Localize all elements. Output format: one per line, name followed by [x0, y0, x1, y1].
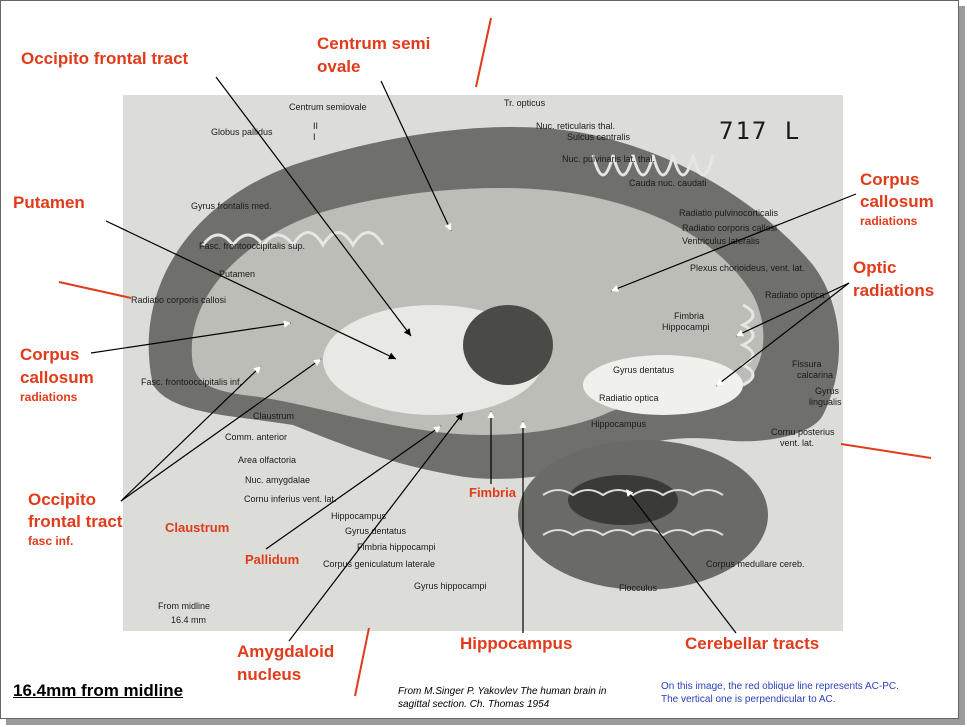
label-fimbria: Fimbria: [469, 485, 516, 500]
cerebellar-medulla: [568, 475, 678, 525]
citation: From M.Singer P. Yakovlev The human brai…: [398, 685, 606, 711]
atlas-plexus: Plexus chorioideus, vent. lat.: [690, 263, 805, 273]
pointer-pallidum: [265, 425, 442, 550]
atlas-nuc-amygdalae: Nuc. amygdalae: [245, 475, 311, 485]
label-cerebellar-tracts: Cerebellar tracts: [685, 634, 820, 653]
label-optic-radiations-2: radiations: [853, 281, 935, 300]
atlas-cornu-posterius-1: Cornu posterius: [771, 427, 835, 437]
atlas-radiatio-pulvino: Radiatio pulvinocorticalis: [679, 208, 779, 218]
label-hippocampus: Hippocampus: [460, 634, 573, 653]
label-claustrum: Claustrum: [165, 520, 230, 535]
atlas-centrum-semiovale: Centrum semiovale: [289, 102, 367, 112]
pointer-occipito-inf-1: [120, 365, 262, 502]
label-occipito-inf-1: Occipito: [28, 490, 97, 509]
red-line-top: [475, 17, 492, 88]
atlas-hippocampus-l: Hippocampus: [331, 511, 387, 521]
atlas-gyrus-dentatus-l: Gyrus dentatus: [345, 526, 407, 536]
atlas-fimbria-hippocampi-l: Fimbria hippocampi: [357, 542, 436, 552]
specimen-number: 717 L: [719, 117, 802, 145]
red-line-bottom: [354, 627, 370, 697]
atlas-area-olfactoria: Area olfactoria: [238, 455, 297, 465]
reference-note: On this image, the red oblique line repr…: [661, 680, 899, 706]
pointer-corpus-callosum-left: [90, 320, 292, 354]
atlas-fimbria-r: Fimbria: [674, 311, 705, 321]
label-occipito-frontal-tract: Occipito frontal tract: [21, 49, 189, 68]
pallidum-region: [463, 305, 553, 385]
label-corpus-callosum-left-sub: radiations: [20, 390, 78, 404]
atlas-cornu-inferius: Cornu inferius vent. lat.: [244, 494, 337, 504]
pointer-occipito-frontal: [215, 76, 412, 337]
label-putamen: Putamen: [13, 193, 85, 212]
note-line-2: The vertical one is perpendicular to AC.: [661, 694, 836, 705]
red-line-left: [58, 281, 132, 299]
label-corpus-callosum-right-sub: radiations: [860, 214, 918, 228]
atlas-gyrus-dentatus-r: Gyrus dentatus: [613, 365, 675, 375]
atlas-fissura: Fissura: [792, 359, 822, 369]
atlas-gyrus-lingualis-1: Gyrus: [815, 386, 840, 396]
atlas-globus-roman-i: I: [313, 132, 316, 142]
brain-section-photo: [123, 95, 843, 631]
annotation-lines: [58, 17, 932, 697]
atlas-from-midline-2: 16.4 mm: [171, 615, 207, 625]
pointer-occipito-inf-2: [120, 358, 322, 502]
atlas-globus-roman-ii: II: [313, 121, 319, 131]
atlas-gyrus-frontalis: Gyrus frontalis med.: [191, 201, 272, 211]
hippocampus-region: [583, 355, 743, 415]
atlas-hippocampi-r: Hippocampi: [662, 322, 710, 332]
pointer-optic-1: [735, 282, 850, 337]
atlas-fasc-inf: Fasc. frontooccipitalis inf.: [141, 377, 243, 387]
atlas-claustrum: Claustrum: [253, 411, 295, 421]
atlas-putamen: Putamen: [219, 269, 256, 279]
label-corpus-callosum-right-1: Corpus: [860, 170, 920, 189]
atlas-gyrus-hippocampi: Gyrus hippocampi: [414, 581, 487, 591]
atlas-tr-opticus: Tr. opticus: [504, 98, 546, 108]
label-occipito-inf-sub: fasc inf.: [28, 534, 74, 548]
pointer-corpus-callosum-right: [610, 193, 857, 292]
label-corpus-callosum-left-2: callosum: [20, 368, 94, 387]
pointer-optic-2: [715, 282, 850, 387]
atlas-cornu-posterius-2: vent. lat.: [780, 438, 815, 448]
atlas-cauda-nuc: Cauda nuc. caudati: [629, 178, 707, 188]
atlas-comm-anterior: Comm. anterior: [225, 432, 288, 442]
atlas-hippocampus-c: Hippocampus: [591, 419, 647, 429]
label-amygdaloid-2: nucleus: [237, 665, 302, 684]
atlas-radiatio-corporis-l: Radiatio corporis callosi: [131, 295, 227, 305]
pointer-amygdaloid: [288, 412, 464, 642]
atlas-radiatio-corporis: Radiatio corporis callosi: [682, 223, 778, 233]
label-corpus-callosum-right-2: callosum: [860, 192, 934, 211]
brain-section-drawing: [123, 95, 843, 631]
atlas-radiatio-optica-r: Radiatio optica: [765, 290, 825, 300]
citation-line-1: From M.Singer P. Yakovlev The human brai…: [398, 686, 607, 697]
atlas-calcarina: calcarina: [797, 370, 834, 380]
atlas-fasc-sup: Fasc. frontooccipitalis sup.: [199, 241, 306, 251]
label-centrum-semi-2: ovale: [317, 57, 361, 76]
pointer-putamen: [105, 220, 397, 360]
label-pallidum: Pallidum: [245, 552, 300, 567]
atlas-corpus-medullare: Corpus medullare cereb.: [706, 559, 805, 569]
atlas-ventriculus-lateralis: Ventriculus lateralis: [682, 236, 760, 246]
note-line-1: On this image, the red oblique line repr…: [661, 681, 899, 692]
label-optic-radiations-1: Optic: [853, 258, 897, 277]
pointer-centrum: [380, 80, 452, 232]
atlas-flocculus: Flocculus: [619, 583, 658, 593]
atlas-corpus-geniculatum: Corpus geniculatum laterale: [323, 559, 436, 569]
atlas-nuc-reticularis: Nuc. reticularis thal.: [536, 121, 616, 131]
citation-line-2: sagittal section. Ch. Thomas 1954: [398, 699, 550, 710]
atlas-sulcus-centralis: Sulcus centralis: [567, 132, 631, 142]
atlas-globus-pallidus: Globus pallidus: [211, 127, 273, 137]
pointer-cerebellar: [625, 488, 737, 634]
label-amygdaloid-1: Amygdaloid: [237, 642, 335, 661]
atlas-radiatio-optica-c: Radiatio optica: [599, 393, 659, 403]
label-corpus-callosum-left-1: Corpus: [20, 345, 80, 364]
label-occipito-inf-2: frontal tract: [28, 512, 123, 531]
atlas-from-midline-1: From midline: [158, 601, 211, 611]
red-line-right: [840, 443, 932, 459]
atlas-gyrus-lingualis-2: lingualis: [809, 397, 842, 407]
slide-title: 16.4mm from midline: [13, 681, 184, 700]
label-centrum-semi-1: Centrum semi: [317, 34, 431, 53]
atlas-nuc-pulvinaris: Nuc. pulvinaris lat. thal.: [562, 154, 656, 164]
